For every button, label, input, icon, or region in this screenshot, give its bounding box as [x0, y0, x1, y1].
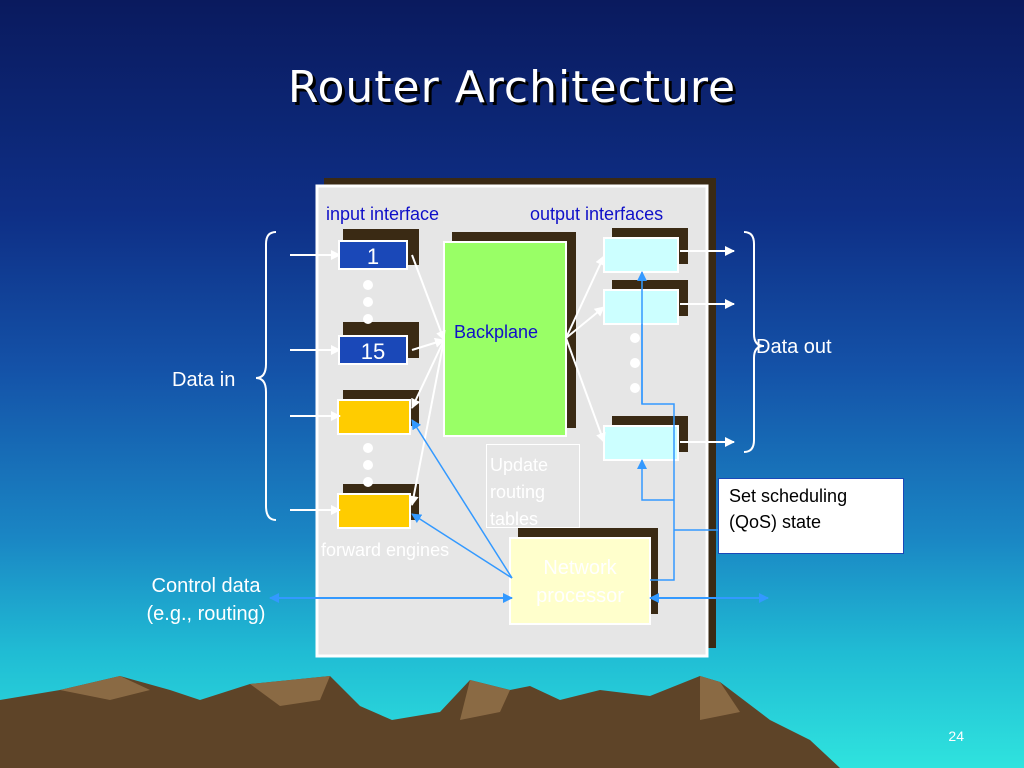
backplane-to-output-arrow	[565, 306, 605, 339]
qos-line	[637, 459, 674, 501]
ellipsis-dot	[630, 383, 640, 393]
port-to-backplane-arrow	[411, 254, 446, 341]
update-tables-arrow	[411, 419, 513, 579]
output-interfaces-label: output interfaces	[530, 204, 664, 224]
backplane-box	[443, 241, 567, 437]
update-tables-arrow	[411, 513, 513, 579]
input-interface-label: input interface	[326, 204, 440, 224]
network-processor-label: Network processor	[536, 557, 624, 607]
mountain-range	[0, 676, 840, 768]
input-port-1: 1	[338, 240, 408, 270]
port-to-backplane-arrow	[411, 337, 445, 351]
data-in-brace	[255, 231, 277, 521]
forward-engine-1	[337, 399, 411, 435]
ellipsis-dot	[363, 443, 373, 453]
output-port-2	[603, 289, 679, 325]
network-processor-box	[509, 537, 651, 625]
backplane-to-output-arrow	[565, 255, 605, 339]
slide-title: Router Architecture	[287, 62, 737, 113]
set-scheduling-note: Set scheduling (QoS) state	[718, 478, 904, 554]
ellipsis-dot	[363, 280, 373, 290]
update-routing-tables-label: Update routing tables	[490, 455, 549, 529]
data-in-label: Data in	[172, 369, 236, 391]
ellipsis-dot	[363, 477, 373, 487]
input-port-15: 15	[338, 335, 408, 365]
backplane-to-output-arrow	[565, 337, 606, 443]
ellipsis-dot	[363, 314, 373, 324]
backplane-to-engine-arrow	[411, 339, 445, 409]
control-data-label: Control data (e.g., routing)	[146, 575, 266, 625]
output-port-3	[603, 425, 679, 461]
backplane-to-engine-arrow	[408, 339, 445, 506]
ellipsis-dot	[363, 460, 373, 470]
ellipsis-dot	[630, 358, 640, 368]
forward-engine-2	[337, 493, 411, 529]
data-out-brace	[743, 231, 765, 453]
page-number: 24	[948, 728, 964, 744]
ellipsis-dot	[630, 333, 640, 343]
backplane-label: Backplane	[454, 322, 539, 342]
update-routing-tables-box	[486, 444, 580, 528]
data-out-label: Data out	[756, 336, 832, 358]
output-port-1	[603, 237, 679, 273]
forward-engines-label: forward engines	[321, 540, 450, 560]
ellipsis-dot	[363, 297, 373, 307]
